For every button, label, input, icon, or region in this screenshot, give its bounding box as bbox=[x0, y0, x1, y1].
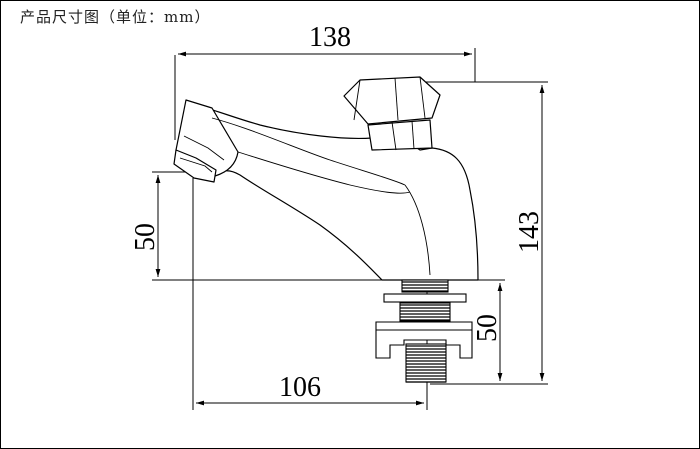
dim-label-50-left: 50 bbox=[130, 223, 161, 251]
button-facet-line bbox=[353, 79, 361, 121]
button-collar bbox=[367, 119, 433, 151]
body-highlight-neck bbox=[404, 184, 431, 276]
upper-washer bbox=[383, 293, 467, 303]
push-button-cap bbox=[343, 76, 441, 125]
dim-label-143: 143 bbox=[514, 211, 545, 253]
collar-facet-line bbox=[411, 120, 415, 150]
clamp-nut bbox=[375, 321, 473, 359]
shank-thread-block bbox=[399, 302, 451, 322]
faucet-body bbox=[194, 107, 479, 281]
dim-label-50-right: 50 bbox=[472, 314, 503, 342]
body-highlight-upper bbox=[211, 117, 406, 186]
thread-lines bbox=[400, 281, 450, 383]
collar-facet-line bbox=[391, 121, 397, 151]
drawing-title: 产品尺寸图（单位：mm） bbox=[20, 8, 211, 26]
upper-thread-block bbox=[401, 279, 449, 293]
button-facet-line bbox=[419, 76, 426, 119]
body-highlight-lower bbox=[237, 151, 411, 194]
spout-detail-line bbox=[183, 135, 225, 161]
aerator-detail-line bbox=[179, 157, 213, 173]
button-facet-line bbox=[394, 77, 399, 121]
aerator-tip bbox=[173, 149, 217, 183]
dim-label-138: 138 bbox=[309, 22, 351, 53]
dim-label-106: 106 bbox=[279, 372, 321, 403]
